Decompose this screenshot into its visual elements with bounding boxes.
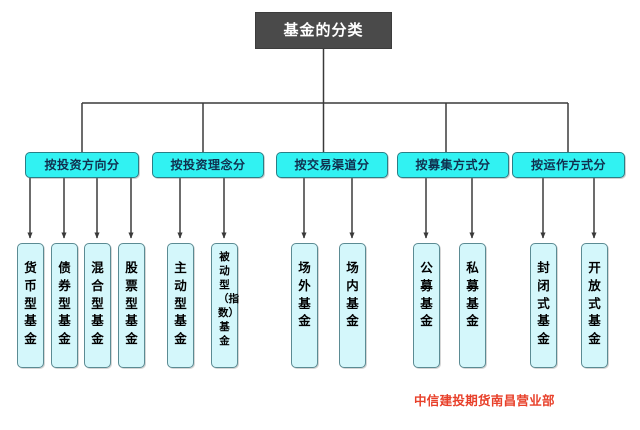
leaf-node-equity-fund: 股票型基金 xyxy=(118,243,145,368)
category-node-label: 按募集方式分 xyxy=(415,158,491,172)
leaf-node-label: 私募基金 xyxy=(466,261,479,329)
category-node-label: 按交易渠道分 xyxy=(294,158,370,172)
root-node-label: 基金的分类 xyxy=(283,22,364,39)
leaf-node-bond-fund: 债券型基金 xyxy=(51,243,78,368)
leaf-node-passive-index-fund: 被动型（指数）基金 xyxy=(211,243,239,368)
category-node-raising-method: 按募集方式分 xyxy=(397,152,509,178)
leaf-node-label: 债券型基金 xyxy=(58,261,71,346)
leaf-node-label: 封闭式基金 xyxy=(537,261,550,346)
leaf-node-hybrid-fund: 混合型基金 xyxy=(84,243,111,368)
category-node-investment-direction: 按投资方向分 xyxy=(25,152,139,178)
leaf-node-label: 场外基金 xyxy=(298,261,311,329)
leaf-node-label: 主动型基金 xyxy=(174,261,187,346)
category-node-label: 按投资方向分 xyxy=(44,158,120,172)
leaf-node-label: 股票型基金 xyxy=(125,261,138,346)
leaf-node-money-market-fund: 货币型基金 xyxy=(17,243,44,368)
leaf-node-open-end-fund: 开放式基金 xyxy=(581,243,608,368)
leaf-node-label: 混合型基金 xyxy=(91,261,104,346)
leaf-node-private-fund: 私募基金 xyxy=(459,243,486,368)
leaf-node-exchange-traded-fund: 场内基金 xyxy=(339,243,366,368)
leaf-node-label: 公募基金 xyxy=(420,261,433,329)
leaf-node-label: 被动型（指数）基金 xyxy=(218,251,239,348)
category-node-investment-philosophy: 按投资理念分 xyxy=(152,152,264,178)
leaf-node-active-fund: 主动型基金 xyxy=(167,243,194,368)
category-node-operation-method: 按运作方式分 xyxy=(512,152,625,178)
leaf-node-closed-end-fund: 封闭式基金 xyxy=(530,243,557,368)
leaf-node-otc-fund: 场外基金 xyxy=(291,243,318,368)
category-node-label: 按投资理念分 xyxy=(170,158,246,172)
leaf-node-label: 货币型基金 xyxy=(24,261,37,346)
leaf-node-public-fund: 公募基金 xyxy=(413,243,440,368)
watermark-text: 中信建投期货南昌营业部 xyxy=(414,394,555,408)
root-node: 基金的分类 xyxy=(255,12,392,49)
category-node-label: 按运作方式分 xyxy=(530,158,606,172)
leaf-node-label: 场内基金 xyxy=(346,261,359,329)
category-node-trading-channel: 按交易渠道分 xyxy=(276,152,388,178)
leaf-node-label: 开放式基金 xyxy=(588,261,601,346)
